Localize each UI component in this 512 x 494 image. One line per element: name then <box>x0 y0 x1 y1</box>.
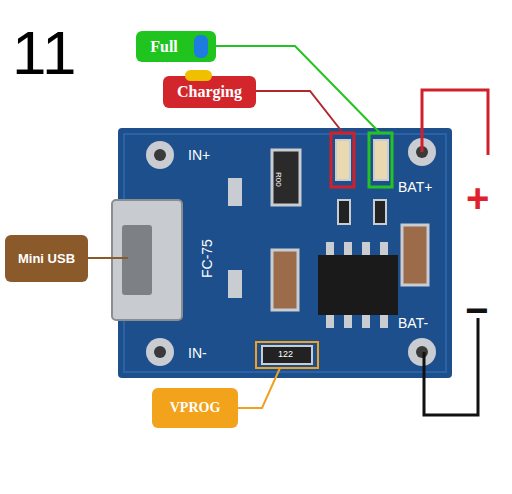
resistor-symbol <box>374 200 386 224</box>
bat-plus-wire <box>422 90 488 155</box>
leader-line <box>88 257 128 259</box>
indicator-pill <box>194 35 208 58</box>
callout-box: Mini USB <box>5 235 88 282</box>
board-label: BAT- <box>398 316 428 330</box>
pad-hole <box>416 346 428 358</box>
resistor-symbol <box>272 150 300 205</box>
pad-hole <box>154 346 166 358</box>
led-charging <box>336 140 350 180</box>
prog-resistor <box>262 346 312 364</box>
full-led-highlight <box>369 133 392 187</box>
led-full <box>374 140 388 180</box>
callout-box: Charging <box>163 76 256 108</box>
board-label: FC-75 <box>200 239 214 278</box>
callout-text: Charging <box>177 83 242 101</box>
usb-port <box>122 225 152 295</box>
board-label: − <box>465 290 488 330</box>
callout-box: VPROG <box>152 388 238 428</box>
board-label: + <box>466 178 489 218</box>
board-label: R00 <box>274 172 282 187</box>
board-label: BAT+ <box>398 180 432 194</box>
vprog-highlight <box>256 342 318 368</box>
capacitor-symbol <box>272 250 298 310</box>
smd-pad <box>228 178 242 206</box>
smd-pad <box>228 270 242 298</box>
charging-led-highlight <box>331 133 354 187</box>
callout-box: Full <box>136 31 216 62</box>
pad-in-plus <box>146 141 174 169</box>
indicator-pill <box>185 70 212 81</box>
pad-in-minus <box>146 338 174 366</box>
pad-hole <box>154 149 166 161</box>
usb-connector <box>112 200 182 320</box>
leader-line <box>256 91 343 133</box>
board-label: 122 <box>278 350 293 359</box>
bat-minus-wire <box>424 318 478 415</box>
capacitor-symbol <box>402 225 428 285</box>
leader-line <box>238 368 280 408</box>
callout-text: Full <box>150 38 178 56</box>
resistor-symbol <box>338 200 350 224</box>
callout-number: 11 <box>12 22 76 84</box>
board-label: IN- <box>188 346 207 360</box>
callout-text: Mini USB <box>18 251 75 266</box>
board-label: IN+ <box>188 148 210 162</box>
charger-ic <box>318 255 398 315</box>
pad-bat-minus <box>408 338 436 366</box>
callout-text: VPROG <box>170 400 221 416</box>
